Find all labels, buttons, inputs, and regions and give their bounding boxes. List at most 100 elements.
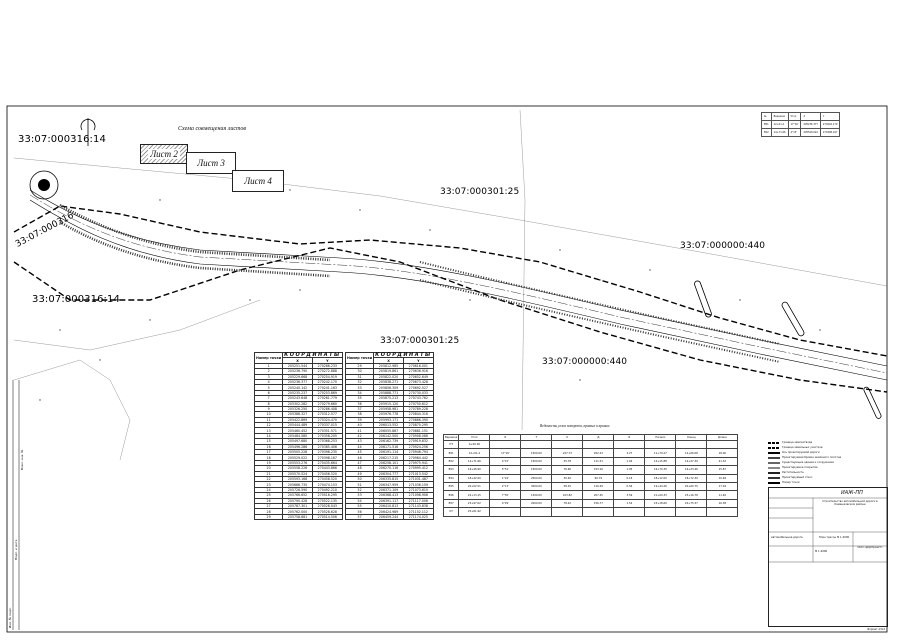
table-cell: 1.04 <box>613 456 646 467</box>
table-cell: 7°55' <box>489 490 522 500</box>
legend-symbol-icon <box>768 451 780 454</box>
table-cell: 17°16' <box>787 120 802 129</box>
legend-symbol-icon <box>768 441 780 444</box>
table-cell: 3000.00 <box>520 481 553 492</box>
side-note: Взам. инв. № <box>20 449 24 470</box>
table-cell: 14+71.66 <box>770 128 789 137</box>
parcel-label: 33:07:000316:14 <box>18 134 106 145</box>
structure-3 <box>863 386 882 419</box>
table-cell: X <box>800 112 821 121</box>
table-cell: ВУ6 <box>442 490 460 500</box>
table-cell <box>644 507 677 517</box>
object-name: Автомобильная дорога <box>771 536 803 539</box>
legend-symbol-icon <box>768 461 780 464</box>
legend-item: Номер точки <box>768 480 884 485</box>
table-cell: 20+60.75 <box>675 481 708 492</box>
legend-symbol-icon <box>768 456 780 459</box>
table-cell: ВУ4 <box>442 473 460 483</box>
table-cell: ВУ2 <box>442 456 460 467</box>
table-cell: 271174.025 <box>402 513 434 521</box>
table-cell <box>551 439 584 450</box>
table-cell: 15.87 <box>706 465 739 475</box>
table-cell: 18+72.39 <box>675 473 708 483</box>
table-cell: 17.04 <box>706 481 739 492</box>
legend-symbol-icon <box>768 466 780 469</box>
table-cell <box>675 507 708 517</box>
table-cell: 21+09.33 <box>644 490 677 500</box>
table-cell: 1.95 <box>613 465 646 475</box>
scale: М 1:2000 <box>815 550 828 553</box>
survey-line-4 <box>13 359 131 461</box>
scheme-title: Схема совмещения листов <box>178 126 246 132</box>
organization: ООО «ДорПроект» <box>857 546 883 549</box>
table-cell: 29 <box>253 513 284 521</box>
table-cell: 11+79.27 <box>644 448 677 458</box>
table-cell: 18+12.00 <box>644 473 677 483</box>
table-cell: 3.27 <box>613 448 646 458</box>
table-cell: 270514.506 <box>311 513 343 521</box>
parcel-label: 33:07:000301:25 <box>380 336 460 346</box>
legend-symbol-icon <box>768 471 780 474</box>
side-note: Инв. № подл. <box>8 607 12 628</box>
table-cell: 270242.170 <box>819 120 841 129</box>
legend-item: Существующие здания и сооружения <box>768 460 884 465</box>
table-cell: 452.23 <box>582 448 615 458</box>
table-cell <box>582 507 615 517</box>
table-cell <box>613 507 646 517</box>
table-cell: 25+61.92 <box>458 507 491 517</box>
table-cell: 12+01.4 <box>770 120 789 129</box>
table-cell <box>644 439 677 450</box>
table-cell: Y <box>819 112 841 121</box>
slope-hatch-1 <box>59 203 331 262</box>
table-cell: 60.79 <box>582 473 615 483</box>
slope-hatch-3 <box>419 261 781 345</box>
table-cell: 205529.022 <box>800 128 821 137</box>
legend-item: Граница земельных участков <box>768 445 884 450</box>
legend-label: Ось проектируемой дороги <box>782 451 820 454</box>
statement-title: Ведомость углов поворота, прямых и кривы… <box>540 424 610 428</box>
table-cell <box>613 439 646 450</box>
structure-2 <box>781 301 805 337</box>
table-cell <box>675 439 708 450</box>
structure-1 <box>694 280 712 318</box>
table-cell: 0.18 <box>613 473 646 483</box>
table-cell: ВУ1 <box>442 448 460 458</box>
parcel-boundary-lower <box>13 247 888 393</box>
legend-label: Проектируемая бровка земляного полотна <box>782 456 842 459</box>
table-cell <box>489 507 522 517</box>
table-cell: 24+75.37 <box>675 498 708 509</box>
table-cell: 19+44.26 <box>644 481 677 492</box>
table-cell: 78.42 <box>551 498 584 509</box>
coordinates-header: КООРДИНАТЫ <box>282 351 343 359</box>
